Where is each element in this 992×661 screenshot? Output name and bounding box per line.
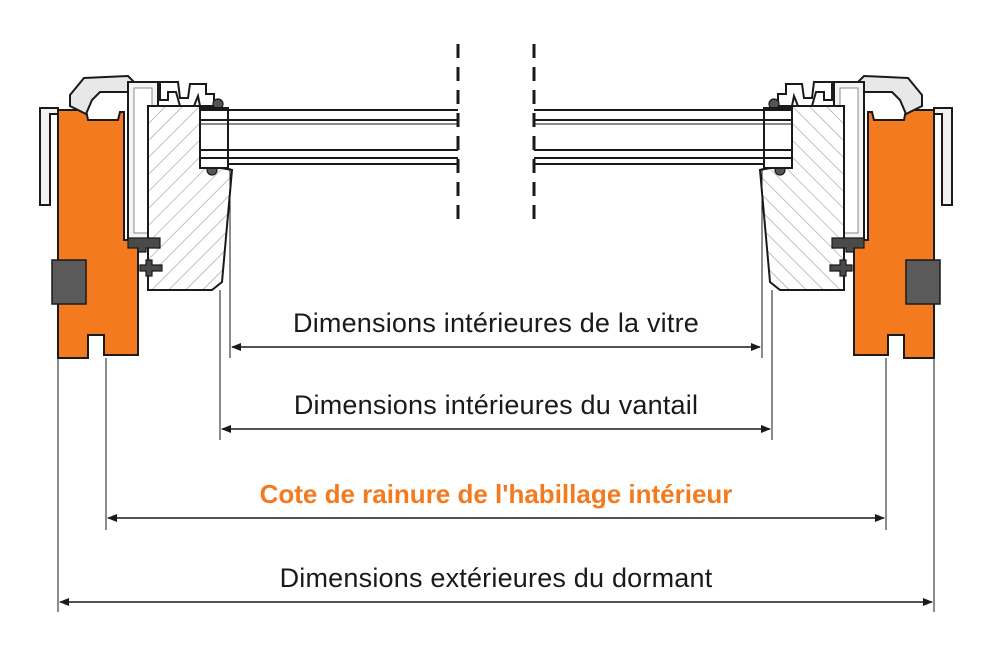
left-cap <box>69 74 138 116</box>
left-clip <box>159 81 215 107</box>
dimension-lines <box>59 343 933 606</box>
left-screw-lower <box>139 259 163 277</box>
right-cap <box>854 74 923 116</box>
dim-label-glass: Dimensions intérieures de la vitre <box>293 308 699 338</box>
left-screw-upper <box>127 237 161 253</box>
right-frame-gasket <box>905 259 941 305</box>
right-frame <box>853 109 935 359</box>
left-frame <box>57 109 139 359</box>
right-clip <box>777 81 833 107</box>
dim-label-groove: Cote de rainure de l'habillage intérieur <box>260 479 733 509</box>
right-window-profile <box>758 74 953 359</box>
right-screw-lower <box>829 259 853 277</box>
right-outer-cover <box>933 107 953 206</box>
dim-label-sash: Dimensions intérieures du vantail <box>294 390 698 420</box>
dim-label-frame: Dimensions extérieures du dormant <box>280 563 713 593</box>
double-glazing <box>199 44 793 228</box>
left-frame-gasket <box>51 259 87 305</box>
left-outer-cover <box>39 107 59 206</box>
left-window-profile <box>39 74 234 359</box>
extension-lines <box>57 168 935 612</box>
right-screw-upper <box>831 237 865 253</box>
